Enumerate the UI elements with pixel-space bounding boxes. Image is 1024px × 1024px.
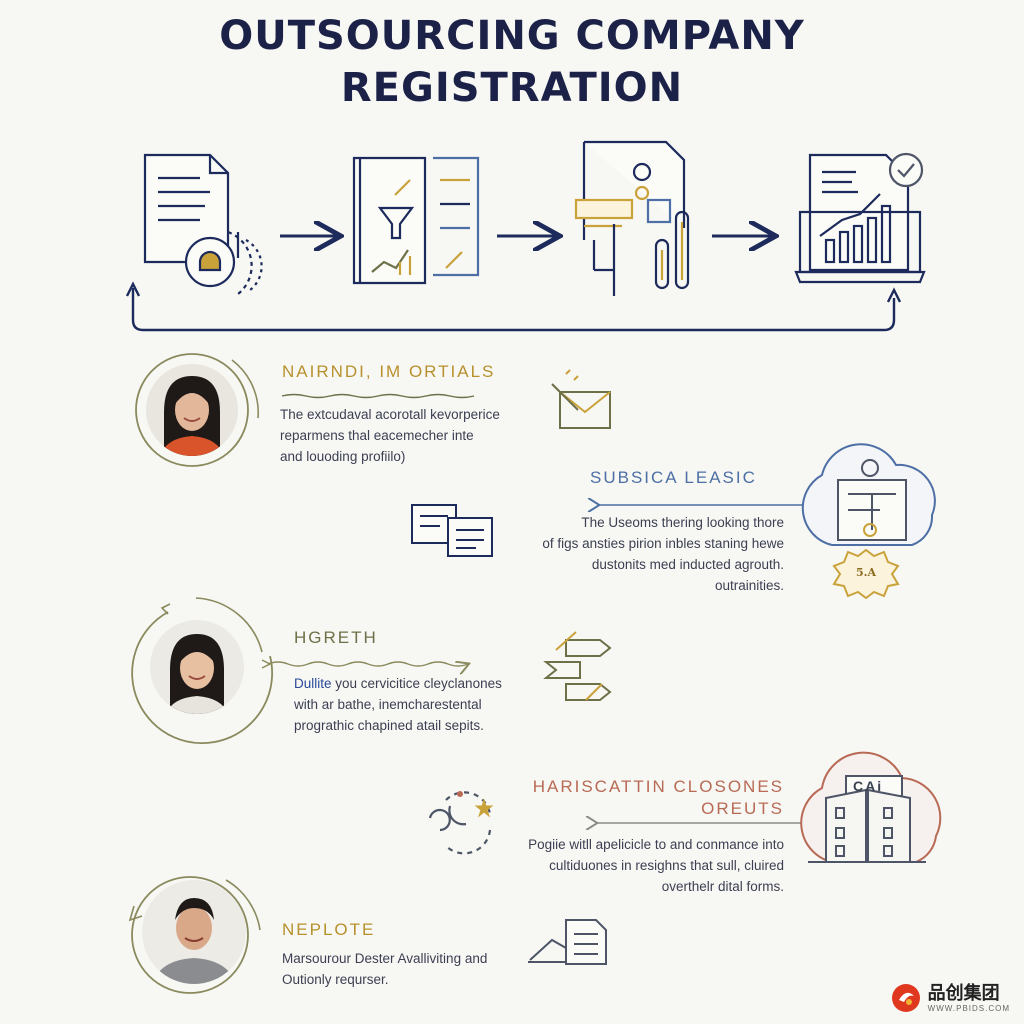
envelope-pen-icon — [551, 369, 611, 429]
feedback-loop-connector — [131, 288, 896, 332]
cloud-building-icon — [800, 751, 942, 863]
page-title: OUTSOURCING COMPANY REGISTRATION — [0, 10, 1024, 114]
avatar-5 — [142, 880, 246, 984]
cloud-chip-badge-icon — [801, 443, 936, 600]
title-line-2: REGISTRATION — [340, 65, 684, 111]
section-2-label: SUBSICA LEASIC — [590, 468, 757, 487]
document-lock-icon — [143, 153, 263, 295]
section-4-badge-text: CAi — [853, 778, 884, 794]
section-5-label: NEPLOTE — [282, 920, 376, 939]
loop-arrow-up-left — [125, 281, 141, 297]
watermark: 品创集团 WWW.PBIDS.COM — [890, 982, 1010, 1014]
avatar-ring-1 — [135, 353, 249, 467]
chart-document-icon — [528, 919, 607, 965]
arrows-exchange-icon — [543, 631, 612, 701]
avatar-1 — [146, 364, 238, 456]
cycle-star-icon — [428, 791, 494, 855]
section-3-description: Dullite you cervicitice cleyclanones wit… — [294, 673, 502, 736]
watermark-text: 品创集团 — [927, 982, 1000, 1004]
org-chart-document-icon — [574, 140, 690, 296]
section-2-badge-text: 5.A — [856, 566, 877, 579]
avatar-arc-3 — [195, 597, 263, 653]
document-stack-icon — [411, 504, 493, 557]
avatar-arc-5 — [225, 879, 261, 931]
ring-tail-3 — [261, 659, 272, 669]
section-2-description: The Useoms thering looking thore of figs… — [542, 515, 784, 593]
section-5-description: Marsourour Dester Avalliviting and Outio… — [282, 951, 488, 987]
ring-arrow-5 — [128, 905, 143, 922]
filter-chart-icon — [352, 156, 480, 285]
avatar-ring-5 — [131, 876, 249, 994]
section-3-label: HGRETH — [294, 628, 378, 647]
title-line-1: OUTSOURCING COMPANY — [219, 13, 805, 59]
wavy-divider-1 — [281, 393, 475, 399]
section-1-description: The extcudaval acorotall kevorperice rep… — [280, 407, 500, 464]
section-4-description: Pogiie witll apelicicle to and conmance … — [528, 837, 784, 894]
brand-logo-icon — [891, 984, 920, 1012]
ring-arrow-3 — [160, 603, 171, 615]
avatar-3 — [150, 620, 244, 714]
avatar-arc-1 — [231, 359, 260, 419]
loop-arrow-up-right — [886, 287, 902, 303]
section-3-description-text: you cervicitice cleyclanones with ar bat… — [294, 676, 502, 733]
section-3-highlight: Dullite — [294, 676, 332, 691]
laptop-growth-check-icon — [794, 152, 926, 284]
watermark-url: WWW.PBIDS.COM — [927, 1003, 1010, 1013]
wavy-connector-3 — [267, 662, 468, 666]
section-4-label: HARISCATTIN CLOSONES OREUTS — [532, 777, 784, 818]
section-1-label: NAIRNDI, IM ORTIALS — [282, 362, 496, 381]
avatar-ring-3 — [131, 611, 273, 744]
